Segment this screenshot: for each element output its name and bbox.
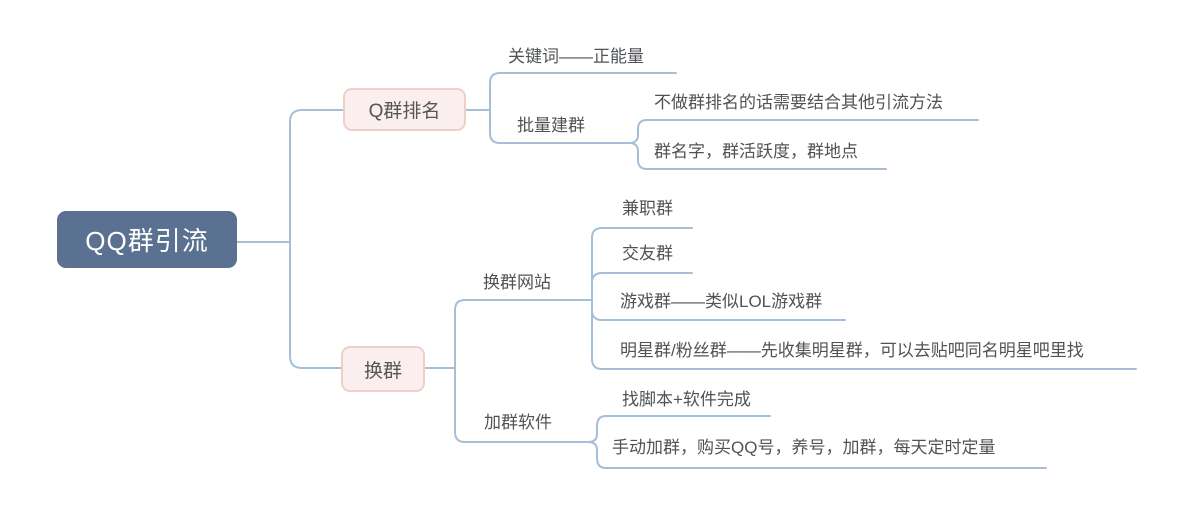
branch-node-q-group-ranking[interactable]: Q群排名 — [343, 88, 466, 131]
topic-label-parttime-group[interactable]: 兼职群 — [622, 199, 673, 218]
connector — [628, 142, 887, 170]
topic-label-game-group-lol[interactable]: 游戏群——类似LOL游戏群 — [620, 292, 823, 311]
topic-label-find-script-software[interactable]: 找脚本+软件完成 — [622, 390, 751, 409]
branch-node-swap-group[interactable]: 换群 — [341, 346, 425, 392]
topic-label-friendship-group[interactable]: 交友群 — [622, 244, 673, 263]
topic-label-no-ranking-combine-methods[interactable]: 不做群排名的话需要结合其他引流方法 — [654, 93, 943, 112]
topic-label-group-joining-software[interactable]: 加群软件 — [484, 413, 552, 432]
connector — [454, 367, 589, 443]
topic-label-batch-create-groups[interactable]: 批量建群 — [517, 116, 585, 135]
topic-label-manual-join-buy-qq[interactable]: 手动加群，购买QQ号，养号，加群，每天定时定量 — [612, 438, 996, 457]
topic-label-keyword-positive-energy[interactable]: 关键词——正能量 — [508, 47, 644, 66]
connector — [591, 272, 693, 301]
connector — [591, 227, 693, 301]
topic-label-swap-group-website[interactable]: 换群网站 — [483, 273, 551, 292]
connector — [454, 299, 593, 369]
root-node-qq-group-traffic[interactable]: QQ群引流 — [57, 211, 237, 268]
connector — [587, 441, 1047, 469]
connector — [591, 299, 1137, 370]
connector — [628, 119, 979, 144]
connector — [289, 241, 342, 369]
connector — [489, 109, 630, 144]
topic-label-celebrity-fan-group[interactable]: 明星群/粉丝群——先收集明星群，可以去贴吧同名明星吧里找 — [620, 341, 1084, 360]
connector — [289, 109, 344, 243]
connector — [587, 415, 771, 443]
topic-label-group-name-activity-location[interactable]: 群名字，群活跃度，群地点 — [654, 142, 858, 161]
connector — [489, 72, 677, 111]
